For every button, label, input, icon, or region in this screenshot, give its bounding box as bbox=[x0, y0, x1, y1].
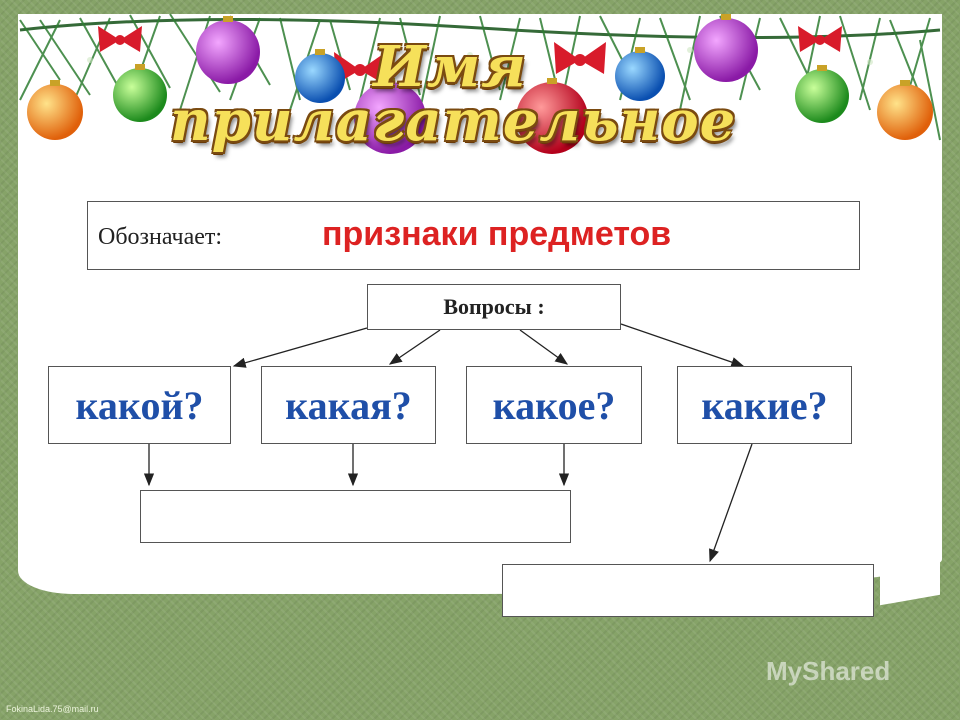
arrow-kakie-to-box bbox=[709, 443, 753, 563]
question-kakie-box: какие? bbox=[677, 366, 852, 444]
questions-label: Вопросы : bbox=[443, 294, 545, 319]
definition-box bbox=[87, 201, 860, 270]
question-kakie: какие? bbox=[701, 382, 828, 428]
title-line-2: прилагательное bbox=[170, 88, 737, 154]
arrow-questions-to-kakoy bbox=[232, 327, 368, 368]
answer-box-plural bbox=[502, 564, 874, 617]
watermark-logo: MyShared bbox=[766, 656, 891, 686]
answer-box-singular bbox=[140, 490, 571, 543]
garland-decoration bbox=[19, 13, 941, 154]
question-kakaya-box: какая? bbox=[261, 366, 436, 444]
definition-label: Обозначает: bbox=[98, 224, 223, 250]
slide-title: Имя прилагательное bbox=[170, 34, 737, 154]
arrow-questions-to-kakoe bbox=[519, 329, 569, 365]
connector-arrows bbox=[143, 323, 753, 563]
question-kakoe: какое? bbox=[492, 382, 616, 428]
definition-value: признаки предметов bbox=[322, 215, 672, 253]
questions-box: Вопросы : bbox=[367, 284, 621, 330]
question-kakoy: какой? bbox=[75, 382, 204, 428]
title-line-1: Имя bbox=[373, 34, 527, 100]
question-kakoe-box: какое? bbox=[466, 366, 642, 444]
author-footer: FokinaLida.75@mail.ru bbox=[6, 704, 99, 714]
arrow-questions-to-kakaya bbox=[388, 329, 441, 365]
arrow-questions-to-kakie bbox=[620, 323, 745, 368]
question-kakaya: какая? bbox=[285, 382, 412, 428]
question-kakoy-box: какой? bbox=[48, 366, 231, 444]
